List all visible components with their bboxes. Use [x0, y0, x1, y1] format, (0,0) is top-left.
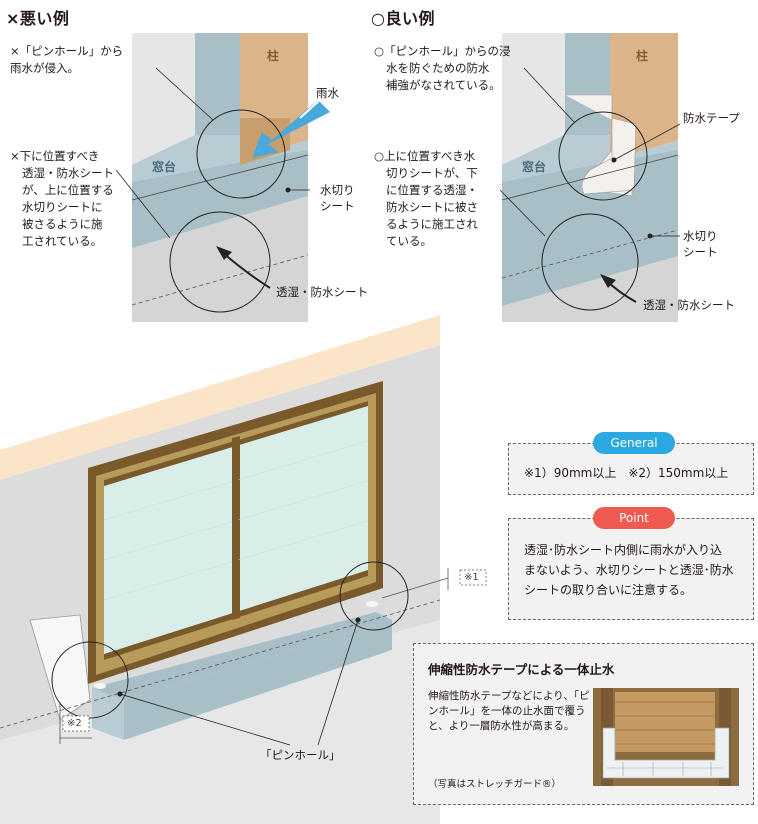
point-text-line: まないよう、水切りシートと透湿･防水	[524, 563, 734, 577]
point-text-line: シートの取り合いに注意する。	[524, 583, 693, 597]
tape-box-caption: （写真はストレッチガード®）	[428, 779, 562, 790]
good-note-overlap-line: ている。	[386, 234, 432, 248]
good-note-overlap-line: 防水シートに被さ	[386, 200, 478, 214]
good-label-pillar: 柱	[636, 49, 649, 63]
bad-example-title: ×悪い例	[6, 9, 70, 28]
bad-label-mizukiri-line: 水切り	[320, 183, 355, 197]
good-note-pinhole: ○「ピンホール」からの浸 水を防ぐための防水 補強がなされている。	[374, 43, 511, 94]
bad-note-pinhole-line: ×「ピンホール」から	[10, 44, 124, 58]
good-label-tape: 防水テープ	[683, 111, 740, 125]
tape-photo	[593, 688, 739, 786]
general-text: ※1）90mm以上 ※2）150mm以上	[524, 466, 729, 480]
tape-box-text-line: と、より一層防水性が高まる。	[428, 720, 575, 732]
bad-note-overlap-line: ×下に位置すべき	[10, 149, 100, 163]
good-label-mizukiri-line: 水切り	[683, 229, 718, 243]
bad-note-overlap-line: 被さるように施	[22, 217, 103, 231]
good-label-mizukiri-line: シート	[683, 245, 718, 259]
good-note-pinhole-line: 補強がなされている。	[386, 78, 501, 92]
tape-box-title: 伸縮性防水テープによる一体止水	[428, 662, 615, 677]
good-note-overlap-line: 切りシートが、下	[386, 166, 478, 180]
bad-label-sheet: 透湿・防水シート	[276, 285, 368, 299]
point-text-line: 透湿･防水シート内側に雨水が入り込	[524, 543, 723, 557]
bad-note-overlap-line: が、上に位置する	[22, 183, 114, 197]
good-note-pinhole-line: ○「ピンホール」からの浸	[374, 44, 511, 58]
bad-example-diagram	[115, 33, 330, 322]
bad-note-overlap-line: 透湿・防水シート	[22, 166, 114, 180]
good-label-madodai: 窓台	[522, 160, 547, 174]
point-box	[508, 518, 754, 620]
window-pinhole-label: 「ピンホール」	[260, 748, 341, 762]
bad-label-madodai: 窓台	[152, 160, 177, 174]
bad-note-overlap-line: 工されている。	[22, 234, 103, 248]
bad-label-pillar: 柱	[267, 49, 280, 63]
bad-note-pinhole-line: 雨水が侵入。	[10, 61, 79, 75]
good-example-diagram	[499, 33, 681, 322]
bad-label-rain: 雨水	[316, 86, 339, 100]
bad-note-overlap-line: 水切りシートに	[22, 200, 103, 214]
good-note-pinhole-line: 水を防ぐための防水	[386, 61, 490, 75]
tape-box-text-line: ンホール」を一体の止水面で覆う	[428, 705, 586, 717]
bad-label-mizukiri: 水切り シート	[320, 182, 355, 214]
bad-note-pinhole: ×「ピンホール」から 雨水が侵入。	[10, 43, 123, 77]
good-note-overlap: ○上に位置すべき水 切りシートが、下 に位置する透湿・ 防水シートに被さ るよう…	[374, 148, 478, 250]
good-label-mizukiri: 水切り シート	[683, 228, 718, 260]
bad-label-mizukiri-line: シート	[320, 199, 355, 213]
window-mark2: ※2	[67, 718, 82, 729]
bad-note-overlap: ×下に位置すべき 透湿・防水シート が、上に位置する 水切りシートに 被さるよう…	[10, 148, 114, 250]
good-note-overlap-line: ○上に位置すべき水	[374, 149, 476, 163]
point-badge: Point	[593, 507, 675, 529]
good-note-overlap-line: るように施工され	[386, 217, 478, 231]
good-label-sheet: 透湿・防水シート	[643, 298, 735, 312]
good-example-title: ○良い例	[371, 9, 435, 28]
general-badge: General	[593, 432, 675, 454]
tape-box-text: 伸縮性防水テープなどにより、「ピ ンホール」を一体の止水面で覆う と、より一層防…	[428, 689, 590, 734]
point-text: 透湿･防水シート内側に雨水が入り込 まないよう、水切りシートと透湿･防水 シート…	[524, 540, 734, 600]
good-note-overlap-line: に位置する透湿・	[386, 183, 478, 197]
window-mark1: ※1	[464, 572, 479, 583]
tape-box-text-line: 伸縮性防水テープなどにより、「ピ	[428, 690, 590, 702]
